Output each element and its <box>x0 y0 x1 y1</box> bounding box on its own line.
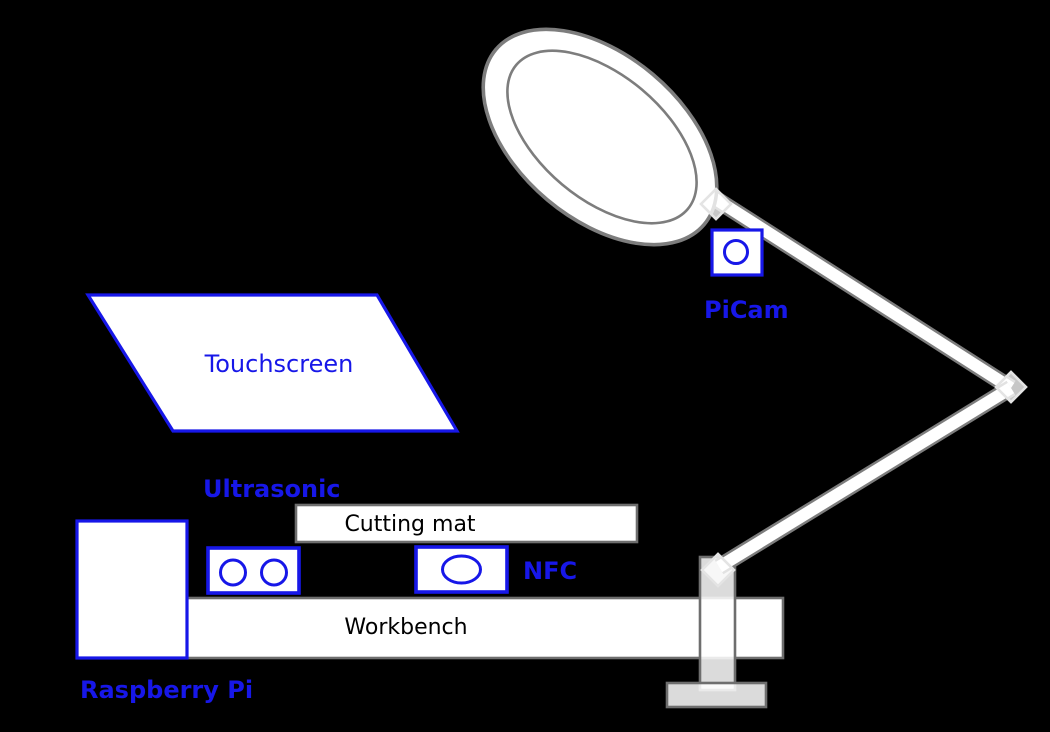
raspberry-pi-shape <box>75 519 189 660</box>
nfc-node: NFC <box>414 545 577 594</box>
nfc-coil <box>441 554 482 585</box>
ultrasonic-label: Ultrasonic <box>203 475 341 503</box>
touchscreen-node: Touchscreen <box>85 293 460 433</box>
nfc-label: NFC <box>523 557 577 585</box>
ultrasonic-left-transducer <box>219 558 247 587</box>
touchscreen-label: Touchscreen <box>204 350 354 378</box>
picam-label: PiCam <box>704 296 789 324</box>
cutting-mat-node: Cutting mat <box>294 503 639 544</box>
raspberry-pi-label: Raspberry Pi <box>80 676 253 704</box>
touchscreen-shape <box>85 293 460 433</box>
picam-node: PiCam <box>704 228 789 324</box>
workbench-node <box>185 596 785 660</box>
ultrasonic-right-transducer <box>260 558 288 587</box>
lamp-post-joint <box>700 552 736 588</box>
ultrasonic-node: Ultrasonic <box>203 475 341 595</box>
workbench-label: Workbench <box>344 615 467 640</box>
lamp-head-inner-ring <box>506 49 698 225</box>
lamp-elbow-joint <box>994 370 1028 404</box>
camera-lens-dot <box>723 239 749 265</box>
lamp-arm-upper <box>699 185 1015 394</box>
lamp-arm-lower <box>715 382 1015 573</box>
lamp-head-joint <box>699 187 733 221</box>
magnifier-desk-lamp-icon <box>481 27 1028 709</box>
lamp-base <box>665 681 768 709</box>
raspberry-pi-node: Raspberry Pi <box>75 519 253 704</box>
cutting-mat-label: Cutting mat <box>344 512 475 537</box>
workbench-surface <box>185 596 785 660</box>
cutting-mat-shape <box>294 503 639 544</box>
